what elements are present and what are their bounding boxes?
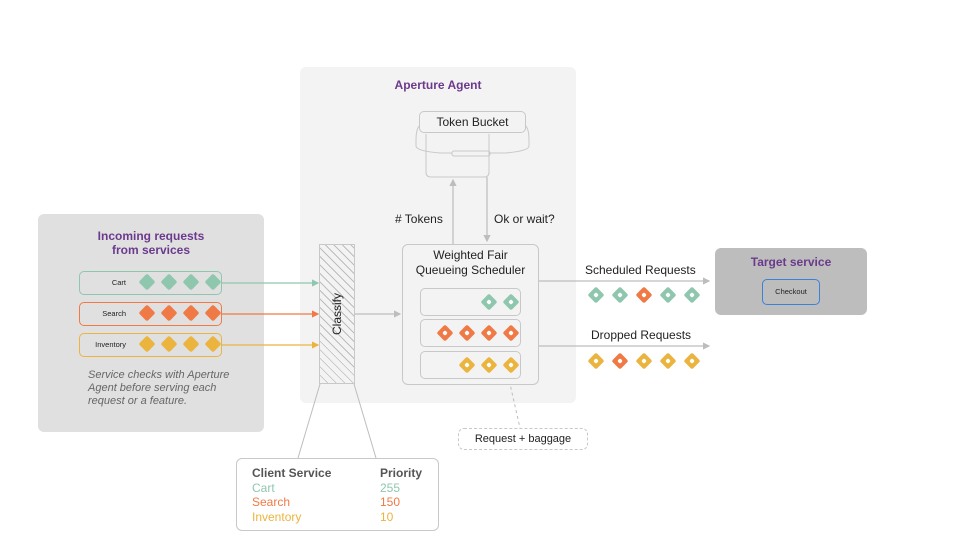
- row-priority-cart: 255: [380, 480, 401, 495]
- priority-table-priority-column: Priority 255 150 10: [380, 466, 422, 524]
- cart-request-diamond: [138, 273, 156, 291]
- cart-request-diamond: [160, 273, 178, 291]
- search-request-diamond: [182, 304, 200, 322]
- inventory-request-diamond: [659, 352, 677, 370]
- queue-inventory: [420, 351, 521, 379]
- wfq-scheduler-title: Weighted Fair Queueing Scheduler: [402, 248, 539, 278]
- inventory-request-diamond: [480, 356, 498, 374]
- search-request-diamond: [480, 324, 498, 342]
- search-request-diamond: [436, 324, 454, 342]
- inventory-request-diamond: [683, 352, 701, 370]
- scheduler-title-line2: Queueing Scheduler: [415, 263, 526, 277]
- inventory-request-diamond: [587, 352, 605, 370]
- row-service-search: Search: [252, 495, 291, 509]
- service-row-cart: Cart: [79, 271, 222, 295]
- service-row-inventory: Inventory: [79, 333, 222, 357]
- cart-request-diamond: [502, 293, 520, 311]
- incoming-title-line1: Incoming requests: [97, 229, 205, 243]
- ok-or-wait-label: Ok or wait?: [494, 212, 555, 226]
- search-request-diamond: [204, 304, 222, 322]
- incoming-title: Incoming requests from services: [38, 229, 264, 257]
- classify-label: Classify: [330, 292, 345, 336]
- dropped-requests-label: Dropped Requests: [591, 328, 692, 342]
- search-request-diamond: [635, 286, 653, 304]
- scheduled-requests-label: Scheduled Requests: [585, 263, 696, 277]
- search-request-diamond: [138, 304, 156, 322]
- inventory-request-diamond: [204, 335, 222, 353]
- priority-table: Client Service Cart Search Inventory Pri…: [236, 458, 439, 531]
- cart-request-diamond: [683, 286, 701, 304]
- classify-box: [319, 244, 355, 384]
- target-service-title: Target service: [750, 255, 832, 269]
- token-bucket-label: Token Bucket: [419, 111, 526, 133]
- cart-request-diamond: [204, 273, 222, 291]
- row-service-inventory: Inventory: [252, 509, 302, 524]
- row-priority-search: 150: [380, 495, 401, 509]
- search-request-diamond: [160, 304, 178, 322]
- agent-title: Aperture Agent: [394, 78, 482, 92]
- checkout-service: Checkout: [762, 279, 820, 305]
- cart-request-diamond: [587, 286, 605, 304]
- cart-request-diamond: [182, 273, 200, 291]
- inventory-request-diamond: [138, 335, 156, 353]
- classify-label-wrap: Classify: [319, 244, 355, 384]
- inventory-request-diamond: [502, 356, 520, 374]
- queue-search: [420, 319, 521, 347]
- inventory-request-diamond: [182, 335, 200, 353]
- inventory-request-diamond: [160, 335, 178, 353]
- service-row-search: Search: [79, 302, 222, 326]
- cart-request-diamond: [480, 293, 498, 311]
- row-service-cart: Cart: [252, 480, 275, 495]
- inventory-request-diamond: [635, 352, 653, 370]
- request-baggage-label: Request + baggage: [458, 428, 588, 450]
- queue-cart: [420, 288, 521, 316]
- service-label: Search: [102, 309, 126, 318]
- inventory-request-diamond: [458, 356, 476, 374]
- tokens-label: # Tokens: [395, 212, 443, 226]
- cart-request-diamond: [659, 286, 677, 304]
- search-request-diamond: [611, 352, 629, 370]
- search-request-diamond: [458, 324, 476, 342]
- incoming-title-line2: from services: [111, 243, 191, 257]
- priority-table-service-column: Client Service Cart Search Inventory: [252, 466, 331, 524]
- service-label: Inventory: [95, 340, 126, 349]
- scheduler-title-line1: Weighted Fair: [433, 248, 508, 262]
- header-priority: Priority: [380, 466, 423, 480]
- search-request-diamond: [502, 324, 520, 342]
- service-check-note: Service checks with Aperture Agent befor…: [88, 369, 230, 407]
- service-label: Cart: [111, 278, 126, 287]
- cart-request-diamond: [611, 286, 629, 304]
- row-priority-inventory: 10: [380, 509, 394, 524]
- header-client-service: Client Service: [252, 466, 332, 480]
